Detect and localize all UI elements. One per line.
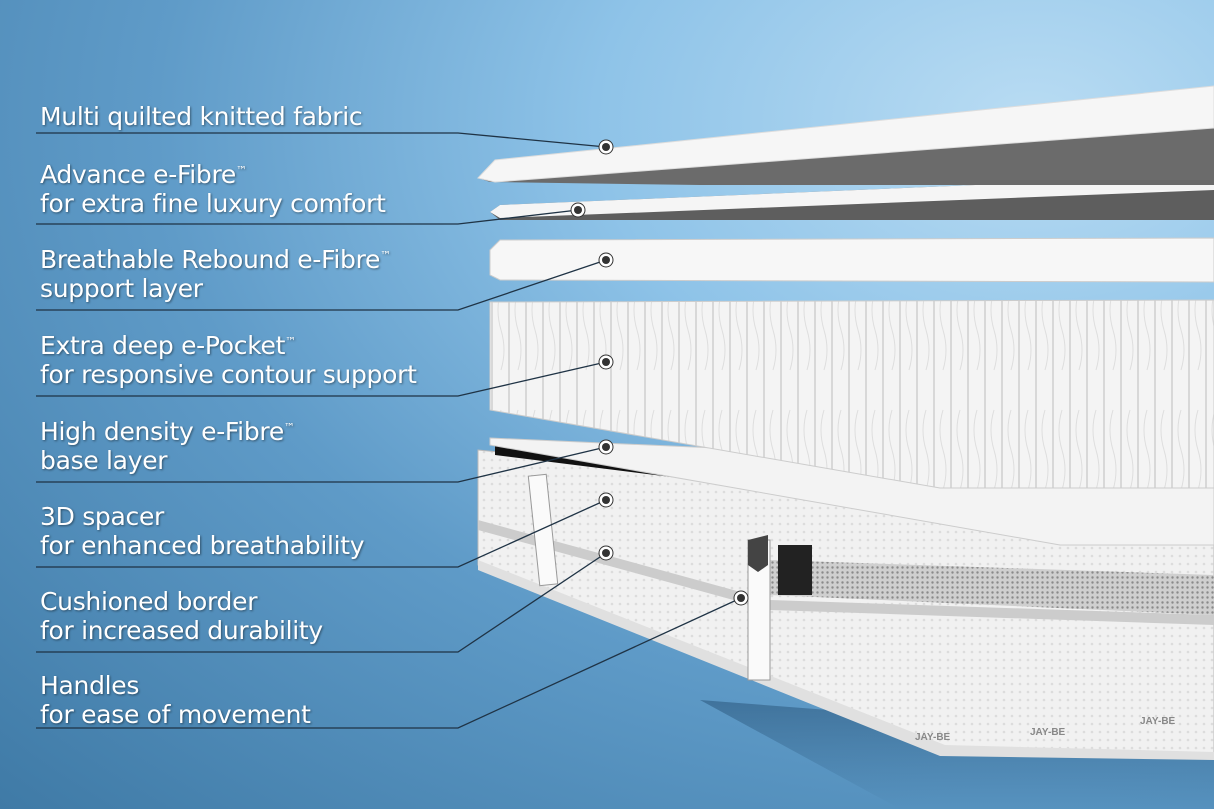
callout-dot (598, 252, 614, 268)
spacer-mesh (770, 560, 1214, 615)
handle-strap (527, 473, 559, 587)
brand-logo: JAY-BE (1030, 727, 1066, 738)
rebound-layer (489, 237, 1214, 283)
callout-dot (598, 545, 614, 561)
brand-logo: JAY-BE (915, 732, 951, 743)
callout-dot (598, 139, 614, 155)
callout-dot (733, 590, 749, 606)
callout-dot (598, 354, 614, 370)
product-tag (778, 545, 812, 595)
leader-lines (36, 132, 742, 729)
brand-logo: JAY-BE (1140, 716, 1176, 727)
callout-dot (598, 439, 614, 455)
callout-dot (570, 202, 586, 218)
pocket-spring-layer (489, 299, 1214, 489)
brand-badge (748, 535, 768, 572)
callout-dot (598, 492, 614, 508)
label-quilted-fabric: Multi quilted knitted fabric (40, 102, 363, 131)
quilted-top-fabric (477, 85, 1214, 183)
callout-dots (570, 139, 749, 606)
advance-fibre-layer (490, 175, 1214, 218)
